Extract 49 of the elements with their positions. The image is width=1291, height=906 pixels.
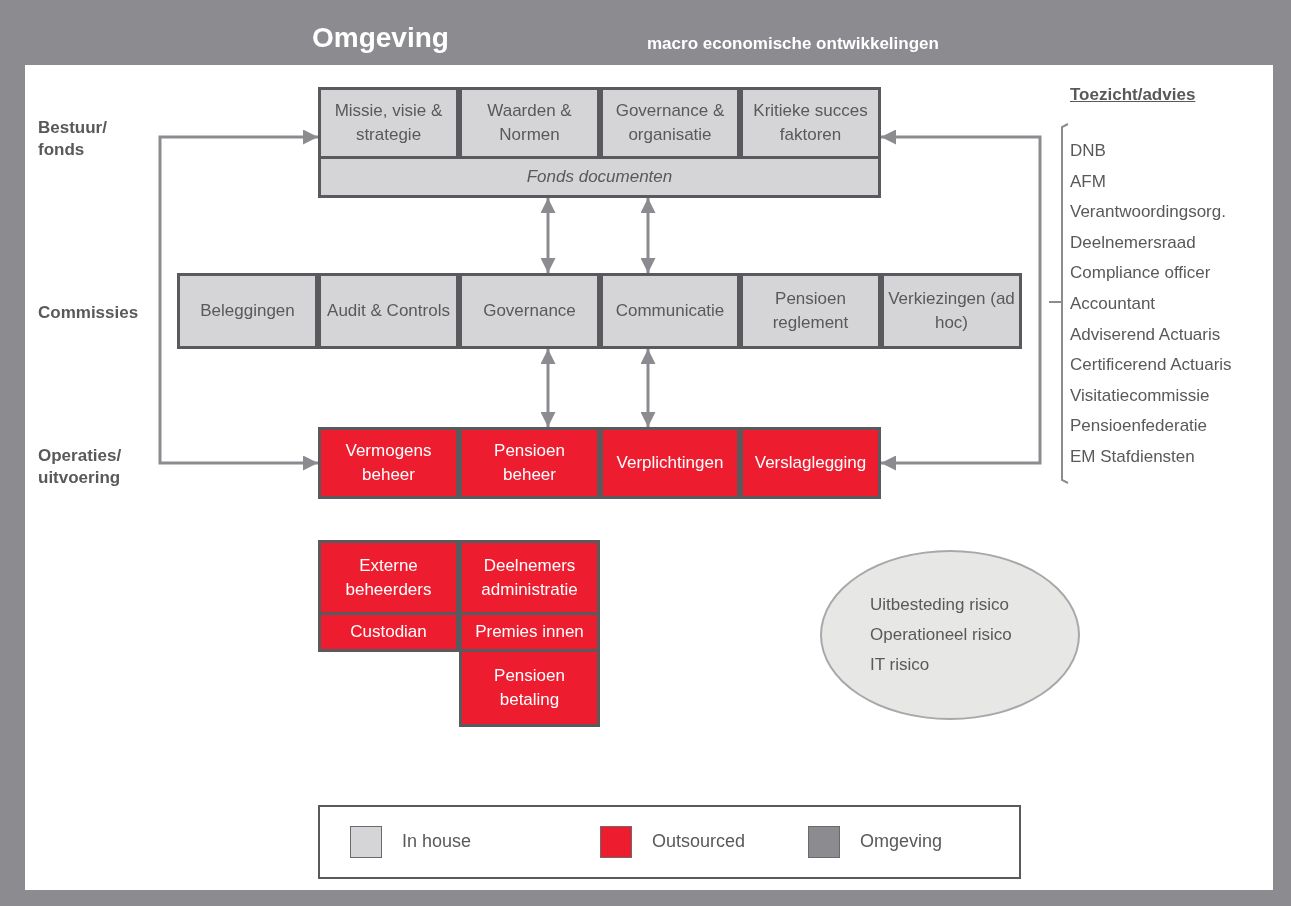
in-house-box: Missie, visie & strategie <box>318 87 459 159</box>
list-heading: Toezicht/advies <box>1070 84 1196 106</box>
list-item: EM Stafdiensten <box>1070 446 1195 468</box>
outsourced-box: Verplichtingen <box>600 427 740 499</box>
outsourced-box: Pensioen betaling <box>459 649 600 727</box>
row-label: Operaties/ uitvoering <box>38 445 123 489</box>
row-label: Commissies <box>38 302 139 324</box>
list-item: AFM <box>1070 170 1106 193</box>
arrow <box>540 349 556 427</box>
list-item: DNB <box>1070 140 1106 162</box>
legend-text: Outsourced <box>652 831 746 852</box>
outsourced-box: Vermogens beheer <box>318 427 459 499</box>
arrow <box>540 198 556 273</box>
header: macro economische ontwikkelingen <box>647 33 939 55</box>
legend-text: Omgeving <box>860 831 943 852</box>
risk-text: Uitbesteding risico <box>870 594 1009 616</box>
in-house-box: Governance <box>459 273 600 349</box>
in-house-box: Fonds documenten <box>318 156 881 198</box>
arrow <box>881 129 1042 471</box>
in-house-box: Beleggingen <box>177 273 318 349</box>
arrow <box>158 129 318 471</box>
in-house-box: Waarden & Normen <box>459 87 600 159</box>
outsourced-box: Pensioen beheer <box>459 427 600 499</box>
list-item: Verantwoordingsorg. <box>1070 201 1226 224</box>
outsourced-box: Externe beheerders <box>318 540 459 615</box>
in-house-box: Kritieke succes faktoren <box>740 87 881 159</box>
arrow <box>640 198 656 273</box>
diagram-title: Omgeving <box>312 22 449 54</box>
outsourced-box: Custodian <box>318 612 459 652</box>
risk-text: IT risico <box>870 654 930 676</box>
in-house-box: Verkiezingen (ad hoc) <box>881 273 1022 349</box>
list-item: Deelnemersraad <box>1070 231 1196 254</box>
list-item: Adviserend Actuaris <box>1070 323 1221 346</box>
outsourced-box: Verslaglegging <box>740 427 881 499</box>
list-item: Accountant <box>1070 293 1156 315</box>
list-item: Compliance officer <box>1070 262 1211 285</box>
arrow <box>640 349 656 427</box>
in-house-box: Audit & Controls <box>318 273 459 349</box>
risk-text: Operationeel risico <box>870 624 1012 646</box>
row-label: Bestuur/ fonds <box>38 117 108 161</box>
list-item: Visitatiecommissie <box>1070 384 1210 407</box>
in-house-box: Governance & organisatie <box>600 87 740 159</box>
in-house-box: Communicatie <box>600 273 740 349</box>
legend-text: In house <box>402 831 472 852</box>
list-item: Pensioenfederatie <box>1070 415 1208 438</box>
list-item: Certificerend Actuaris <box>1070 354 1232 377</box>
outsourced-box: Premies innen <box>459 612 600 652</box>
outsourced-box: Deelnemers administratie <box>459 540 600 615</box>
in-house-box: Pensioen reglement <box>740 273 881 349</box>
